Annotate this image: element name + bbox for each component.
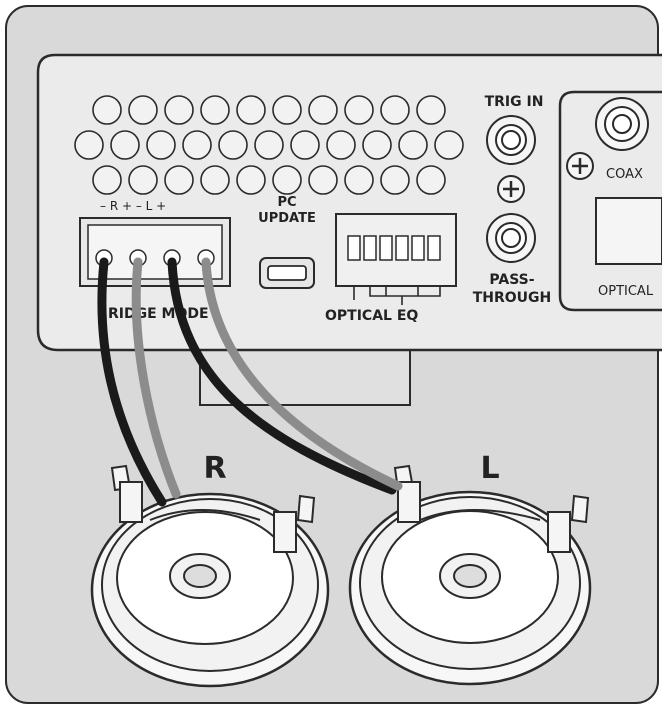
vent-hole <box>164 165 194 195</box>
vent-hole <box>74 130 104 160</box>
vent-hole <box>110 130 140 160</box>
speaker-left <box>348 464 592 686</box>
terminal-polarity-marks: – R + – L + <box>100 199 166 213</box>
trig-in-jack <box>486 115 536 165</box>
vent-hole <box>92 165 122 195</box>
vent-hole <box>200 165 230 195</box>
screw-icon <box>566 152 594 180</box>
pass-through-label-line1: PASS- <box>489 272 534 288</box>
vent-hole <box>308 165 338 195</box>
vent-hole <box>128 95 158 125</box>
screw-icon <box>497 175 525 203</box>
vent-hole <box>380 165 410 195</box>
vent-hole <box>344 95 374 125</box>
pc-update-label-line1: PC <box>277 195 296 210</box>
speaker-wires <box>97 257 403 507</box>
vent-hole <box>200 95 230 125</box>
coax-jack <box>595 97 649 151</box>
vent-hole <box>344 165 374 195</box>
vent-hole <box>290 130 320 160</box>
vent-hole <box>398 130 428 160</box>
speaker-left-label: L <box>480 451 499 486</box>
optical-port <box>595 197 662 265</box>
pc-update-label-line2: UPDATE <box>258 211 316 226</box>
vent-hole <box>272 95 302 125</box>
vent-hole <box>236 165 266 195</box>
optical-port-label: OPTICAL <box>598 284 654 299</box>
speaker-right <box>90 464 330 688</box>
vent-hole <box>416 165 446 195</box>
wire-left-negative <box>167 257 397 495</box>
bridge-mode-label: RIDGE MODE <box>108 306 209 322</box>
vent-hole <box>434 130 464 160</box>
dip-switch <box>335 213 457 305</box>
vent-hole <box>236 95 266 125</box>
vent-hole <box>326 130 356 160</box>
vent-hole <box>146 130 176 160</box>
vent-hole <box>92 95 122 125</box>
pass-through-label-line2: THROUGH <box>473 290 552 306</box>
wire-right-negative <box>97 257 167 507</box>
vent-hole <box>272 165 302 195</box>
vent-hole <box>164 95 194 125</box>
trig-in-label: TRIG IN <box>485 94 544 110</box>
vent-hole <box>182 130 212 160</box>
vent-hole <box>254 130 284 160</box>
vent-hole <box>362 130 392 160</box>
vent-hole <box>128 165 158 195</box>
vent-hole <box>218 130 248 160</box>
coax-label: COAX <box>606 167 643 182</box>
ventilation-grille <box>74 95 464 195</box>
vent-hole <box>380 95 410 125</box>
vent-hole <box>308 95 338 125</box>
wire-right-positive <box>131 257 181 499</box>
pass-through-jack <box>486 213 536 263</box>
speaker-right-label: R <box>203 451 226 486</box>
usb-port <box>259 257 315 289</box>
vent-hole <box>416 95 446 125</box>
wire-left-positive <box>201 257 403 491</box>
optical-eq-label: OPTICAL EQ <box>325 308 418 324</box>
